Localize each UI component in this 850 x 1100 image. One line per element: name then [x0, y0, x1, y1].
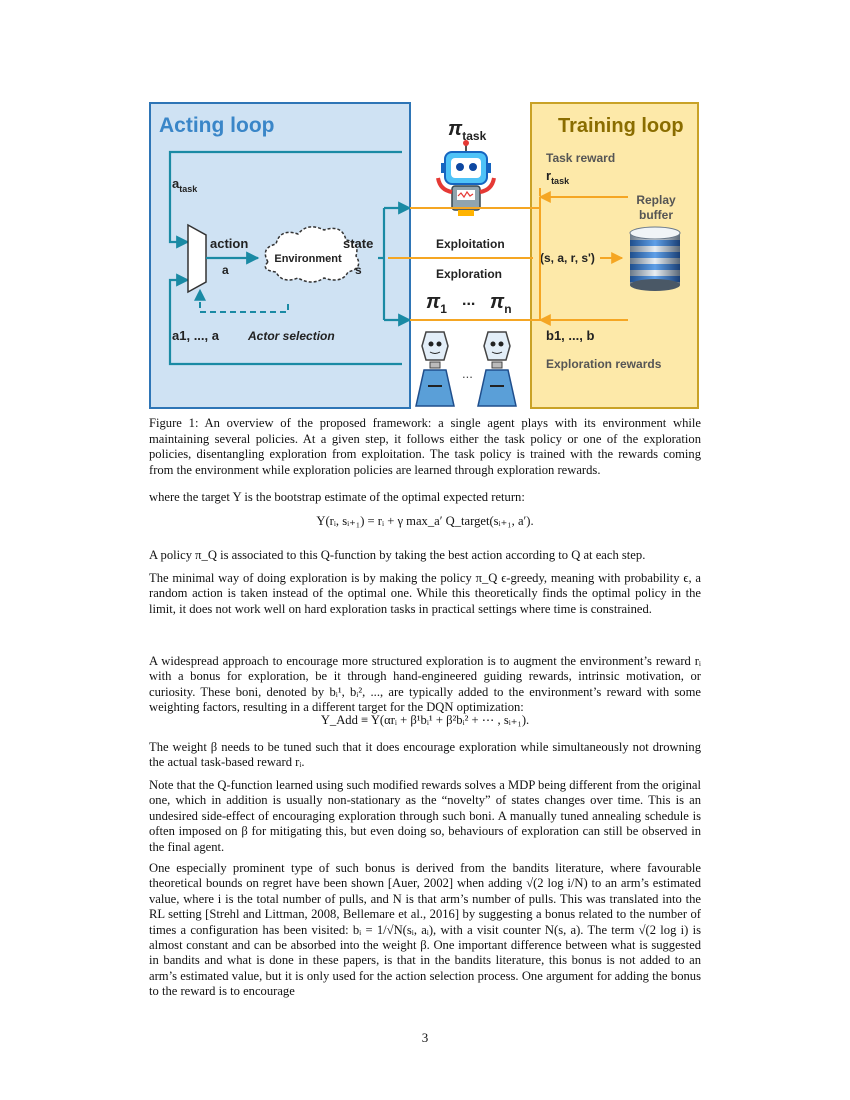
robot-dots: ...	[462, 366, 473, 381]
a-list-label: a1, ..., a	[172, 328, 220, 343]
paragraph-policy: A policy π_Q is associated to this Q-fun…	[149, 548, 646, 562]
environment-label: Environment	[274, 253, 342, 265]
pi-1-label: π1	[426, 291, 447, 316]
pi-task-label: πtask	[448, 118, 487, 143]
task-reward-label: Task reward	[546, 151, 615, 165]
figure-caption: Figure 1: An overview of the proposed fr…	[149, 416, 701, 477]
actor-selection-arrow	[194, 288, 289, 313]
exploration-robot-n-icon	[477, 331, 517, 407]
equation-2: Y_Add ≡ Y(αrᵢ + β¹bᵢ¹ + β²bᵢ² + ⋯ , sᵢ₊₁…	[320, 713, 530, 727]
b-list-label: b1, ..., b	[546, 328, 594, 343]
paragraph-bandits: One especially prominent type of such bo…	[149, 861, 701, 999]
multiplexer-icon	[187, 223, 207, 294]
task-robot-icon	[436, 140, 496, 216]
pi-dots-label: ...	[462, 292, 475, 309]
replay-buffer-label-1: Replay	[636, 193, 676, 207]
paragraph-qfunction: Note that the Q-function learned using s…	[149, 778, 701, 854]
state-var: s	[355, 263, 362, 277]
framework-figure: Acting loop Training loop πtask atask ac…	[148, 100, 701, 412]
exploration-label: Exploration	[436, 267, 502, 281]
action-label: action	[210, 236, 248, 251]
paragraph-weight: The weight β needs to be tuned such that…	[149, 740, 701, 770]
actor-selection-label: Actor selection	[247, 329, 335, 343]
a-task-label: atask	[172, 176, 198, 194]
a-list-arrow	[168, 273, 402, 366]
paragraph-bonus: A widespread approach to encourage more …	[149, 654, 701, 715]
paragraph-target: where the target Y is the bootstrap esti…	[149, 490, 525, 504]
pi-n-label: πn	[490, 291, 512, 316]
exploitation-label: Exploitation	[436, 237, 505, 251]
exploration-rewards-label: Exploration rewards	[546, 357, 662, 371]
exploration-robot-1-icon	[415, 331, 455, 407]
transition-label: (s, a, r, s')	[540, 251, 595, 265]
action-var: a	[222, 263, 229, 277]
state-label: state	[343, 236, 373, 251]
r-task-label: rtask	[546, 168, 570, 186]
acting-loop-title: Acting loop	[159, 114, 274, 137]
environment-cloud: Environment	[264, 226, 360, 283]
page-number: 3	[421, 1030, 429, 1045]
equation-1: Y(rᵢ, sᵢ₊₁) = rᵢ + γ max_a′ Q_target(sᵢ₊…	[316, 514, 534, 528]
replay-buffer-label-2: buffer	[639, 208, 673, 222]
training-loop-title: Training loop	[558, 115, 684, 137]
database-icon	[629, 226, 681, 291]
paragraph-epsilon-greedy: The minimal way of doing exploration is …	[149, 571, 701, 616]
a-task-arrow	[168, 150, 402, 249]
